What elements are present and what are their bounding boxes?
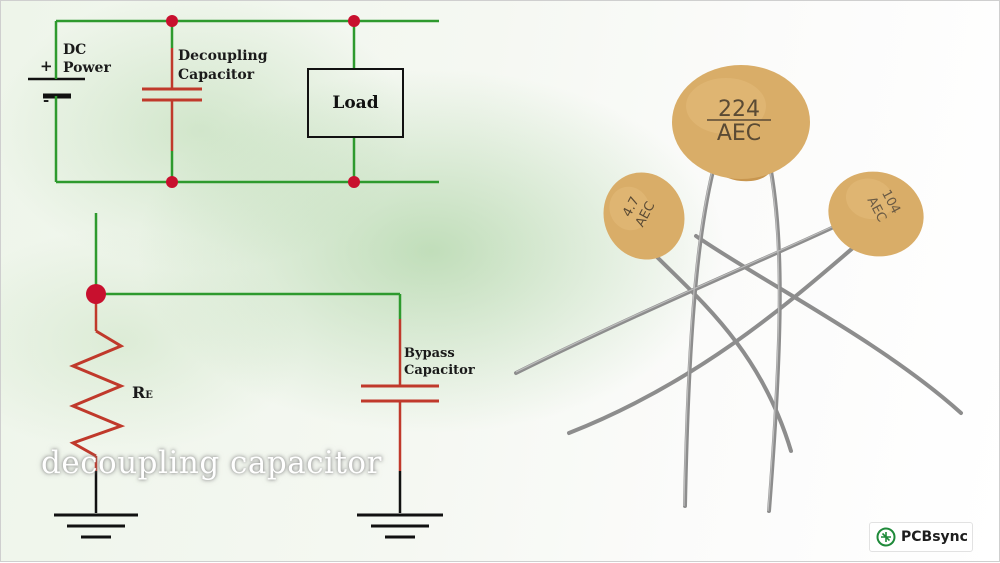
resistor-subscript: E xyxy=(145,390,153,401)
lead-highlights xyxy=(515,170,837,512)
load-box: Load xyxy=(307,68,404,138)
top-circuit xyxy=(28,15,439,188)
battery-plus-sign: + xyxy=(40,57,53,75)
battery-minus-sign: - xyxy=(43,91,50,109)
ground-symbol xyxy=(357,513,443,539)
ceramic-disc-capacitor-small xyxy=(603,172,685,260)
ceramic-disc-capacitor-small xyxy=(828,171,924,257)
capacitor-marking-bottom: AEC xyxy=(717,121,761,146)
bottom-circuit xyxy=(54,213,443,539)
decoupling-capacitor-label-line1: Decoupling xyxy=(178,48,268,64)
dc-power-label-line2: Power xyxy=(63,60,111,76)
emitter-resistor-label: RE xyxy=(132,385,153,404)
decoupling-capacitor-label-line2: Capacitor xyxy=(178,67,255,83)
ground-symbol xyxy=(54,513,138,539)
load-label: Load xyxy=(332,93,379,113)
capacitor-marking-top: 224 xyxy=(718,97,760,122)
brand-name: PCBsync xyxy=(901,529,968,545)
slide-caption: decoupling capacitor xyxy=(41,445,382,481)
junction-node xyxy=(348,176,360,188)
junction-node xyxy=(348,15,360,27)
bypass-capacitor-label-line2: Capacitor xyxy=(404,363,475,378)
ceramic-capacitors-illustration: 224 AEC 4.7 AEC 104 AEC xyxy=(514,65,963,513)
junction-node xyxy=(166,176,178,188)
junction-node xyxy=(166,15,178,27)
dc-power-label-line1: DC xyxy=(63,42,87,58)
junction-node xyxy=(86,284,106,304)
resistor-zigzag xyxy=(69,329,126,458)
resistor-label: R xyxy=(132,383,146,402)
pcb-logo-icon xyxy=(876,527,896,547)
bypass-capacitor-label-line1: Bypass xyxy=(404,346,455,361)
brand-logo[interactable]: PCBsync xyxy=(869,522,973,552)
